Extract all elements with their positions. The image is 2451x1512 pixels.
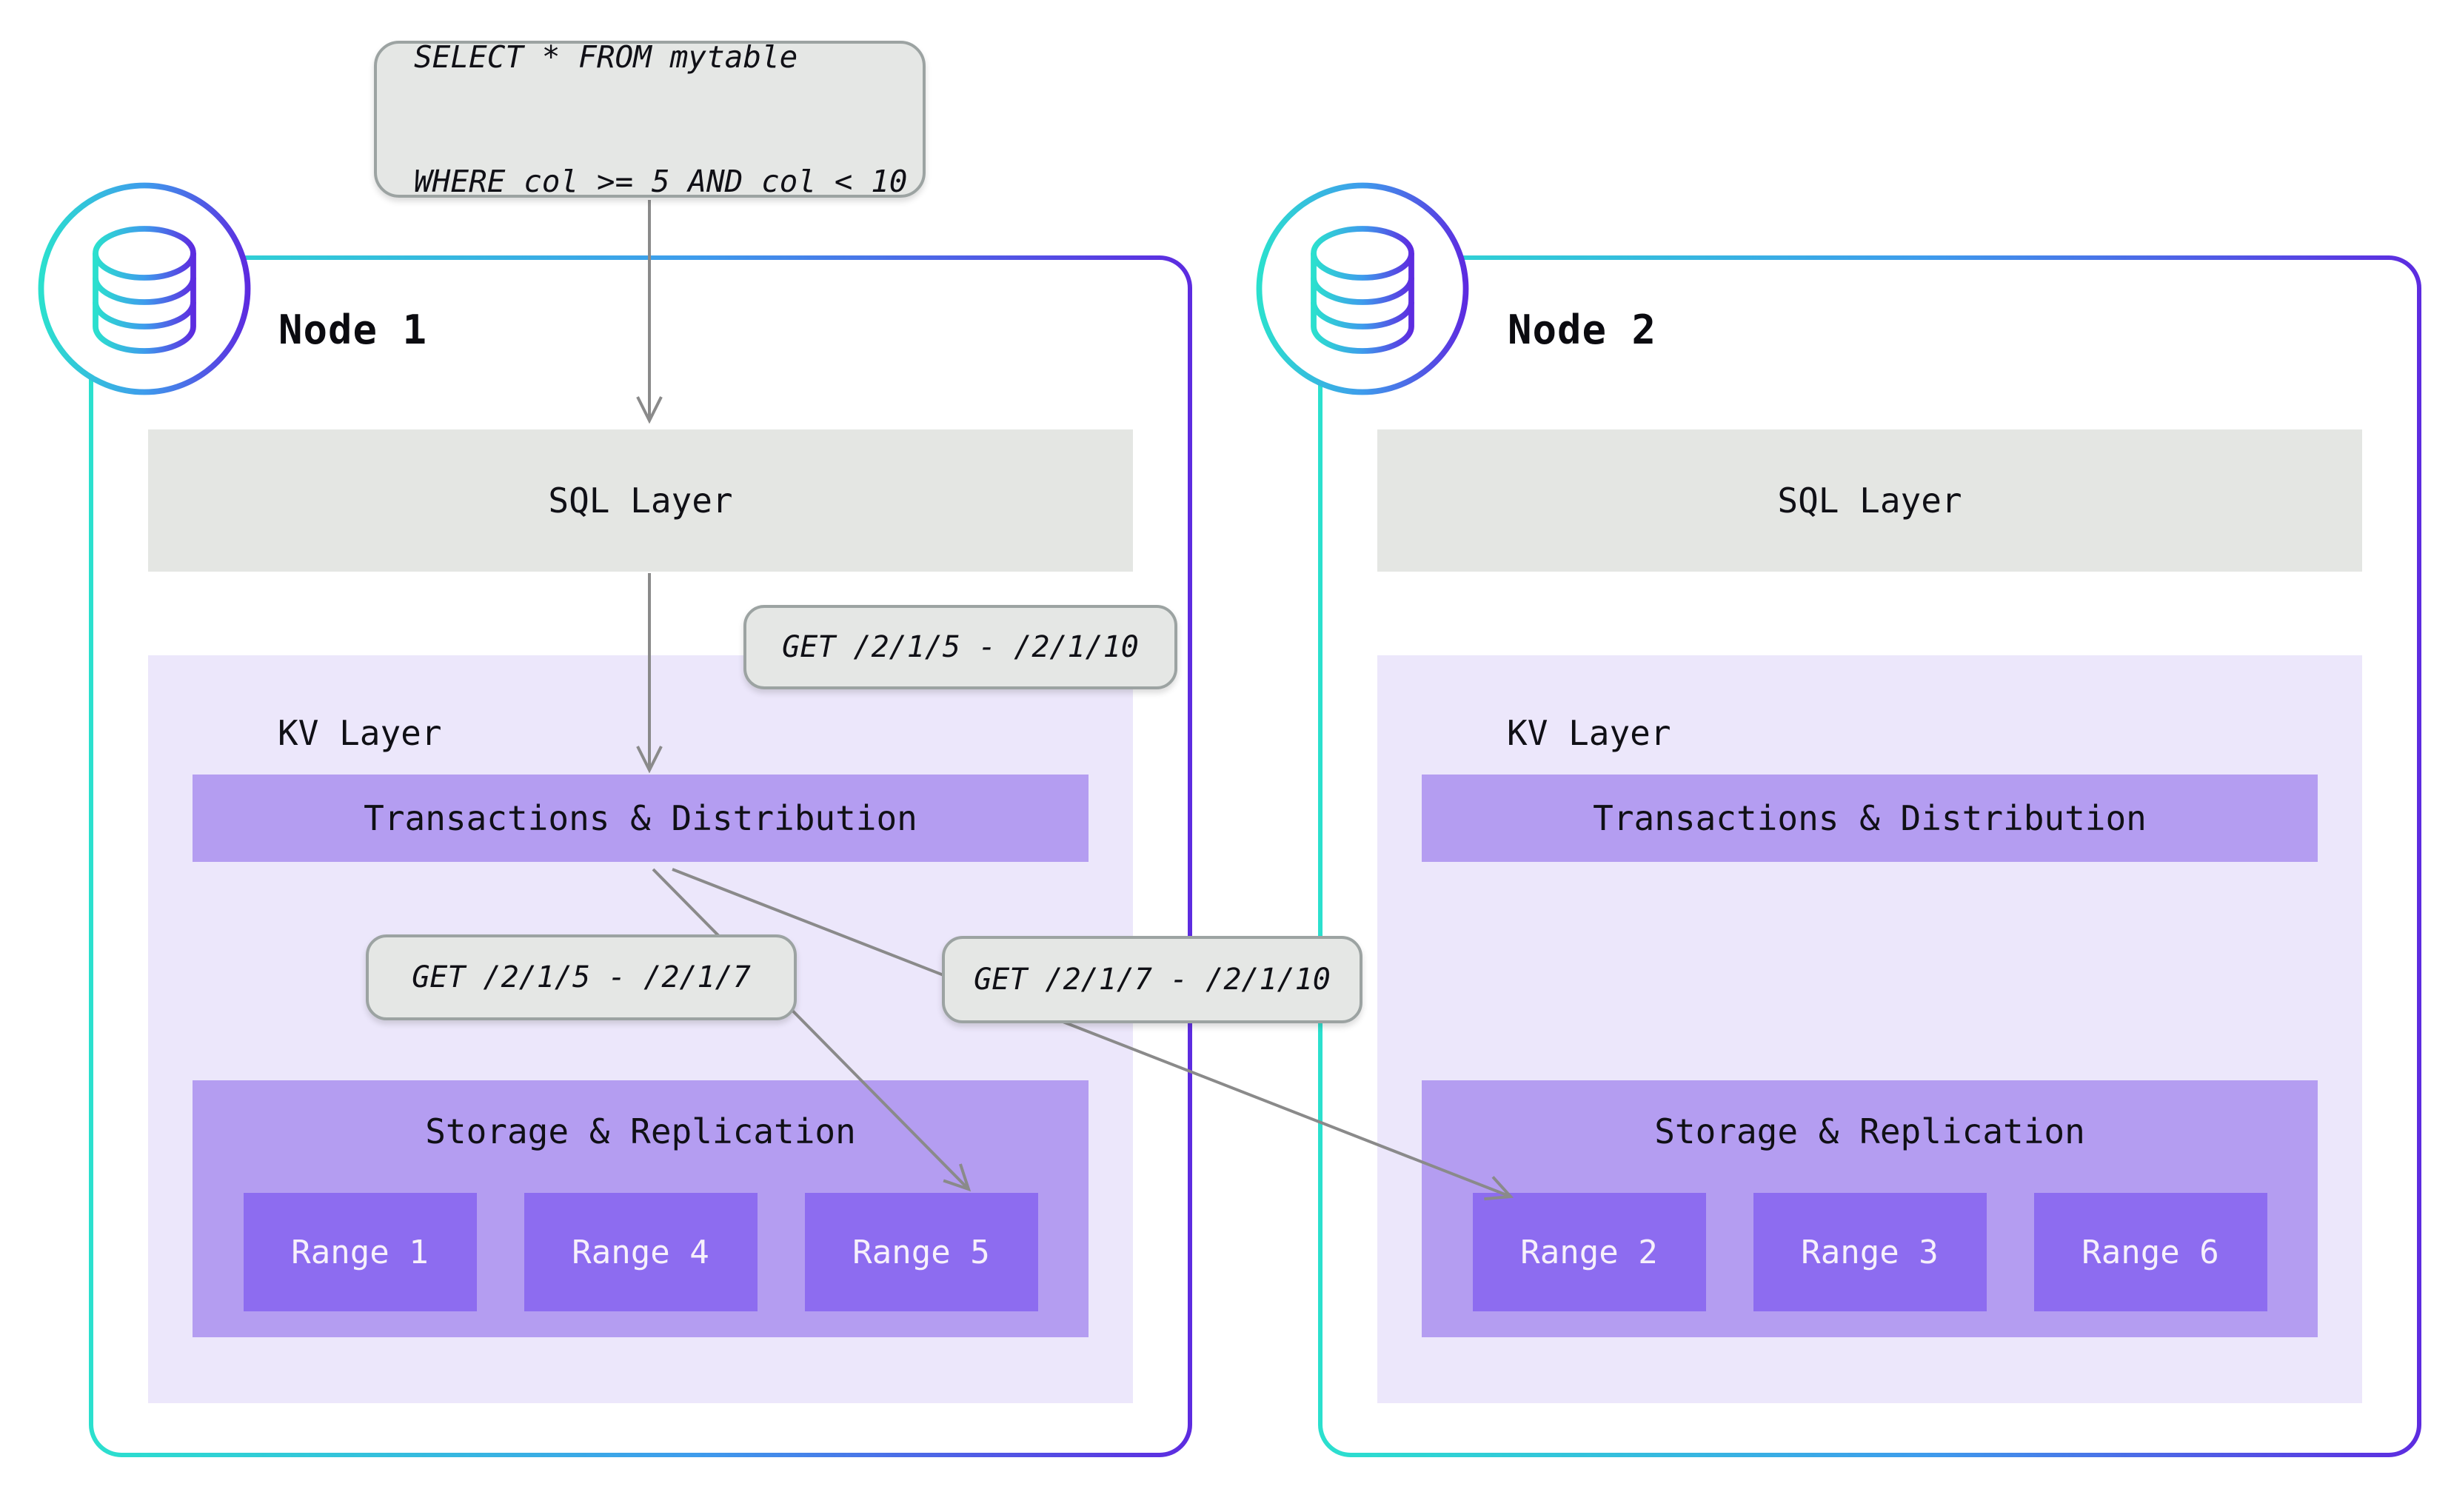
node-1-box: Node 1 SQL Layer KV Layer Transactions &… xyxy=(89,255,1192,1457)
node-2-transactions-distribution-box: Transactions & Distribution xyxy=(1422,775,2318,862)
storage-replication-label: Storage & Replication xyxy=(1654,1111,2085,1151)
node-1-storage-replication-box: Storage & Replication Range 1 Range 4 Ra… xyxy=(193,1080,1089,1337)
database-cylinder-icon xyxy=(1311,226,1414,354)
sql-query-line-1: SELECT * FROM mytable xyxy=(414,39,798,75)
node-title: Node 1 xyxy=(278,307,428,353)
node-2-storage-replication-box: Storage & Replication Range 2 Range 3 Ra… xyxy=(1422,1080,2318,1337)
node-2-kv-layer: KV Layer Transactions & Distribution Sto… xyxy=(1377,655,2362,1403)
database-icon xyxy=(1256,182,1469,395)
kv-layer-label: KV Layer xyxy=(278,713,442,753)
kv-layer-label: KV Layer xyxy=(1507,713,1671,753)
sql-query-line-2: WHERE col >= 5 AND col < 10 xyxy=(414,164,908,199)
sql-layer-label: SQL Layer xyxy=(1777,481,1962,521)
get-full-range-label: GET /2/1/5 - /2/1/10 xyxy=(743,605,1177,689)
range-box: Range 6 xyxy=(2033,1193,2267,1311)
transactions-distribution-label: Transactions & Distribution xyxy=(1593,798,2147,838)
node-2-sql-layer: SQL Layer xyxy=(1377,429,2362,572)
node-1-transactions-distribution-box: Transactions & Distribution xyxy=(193,775,1089,862)
range-box: Range 3 xyxy=(1753,1193,1987,1311)
get-right-split-label: GET /2/1/7 - /2/1/10 xyxy=(942,936,1362,1023)
database-cylinder-icon xyxy=(93,226,196,354)
sql-layer-label: SQL Layer xyxy=(548,481,733,521)
range-box: Range 4 xyxy=(524,1193,758,1311)
database-icon xyxy=(38,182,251,395)
range-box: Range 5 xyxy=(804,1193,1038,1311)
range-box: Range 1 xyxy=(243,1193,477,1311)
get-left-split-label: GET /2/1/5 - /2/1/7 xyxy=(366,934,797,1020)
node-title: Node 2 xyxy=(1508,307,1657,353)
node-2-range-row: Range 2 Range 3 Range 6 xyxy=(1422,1193,2318,1311)
node-1-kv-layer: KV Layer Transactions & Distribution Sto… xyxy=(148,655,1133,1403)
sql-query-label: SELECT * FROM mytable WHERE col >= 5 AND… xyxy=(374,39,926,199)
range-box: Range 2 xyxy=(1472,1193,1706,1311)
node-1-sql-layer: SQL Layer xyxy=(148,429,1133,572)
node-2-box: Node 2 SQL Layer KV Layer Transactions &… xyxy=(1318,255,2421,1457)
storage-replication-label: Storage & Replication xyxy=(425,1111,856,1151)
transactions-distribution-label: Transactions & Distribution xyxy=(364,798,917,838)
node-1-range-row: Range 1 Range 4 Range 5 xyxy=(193,1193,1089,1311)
